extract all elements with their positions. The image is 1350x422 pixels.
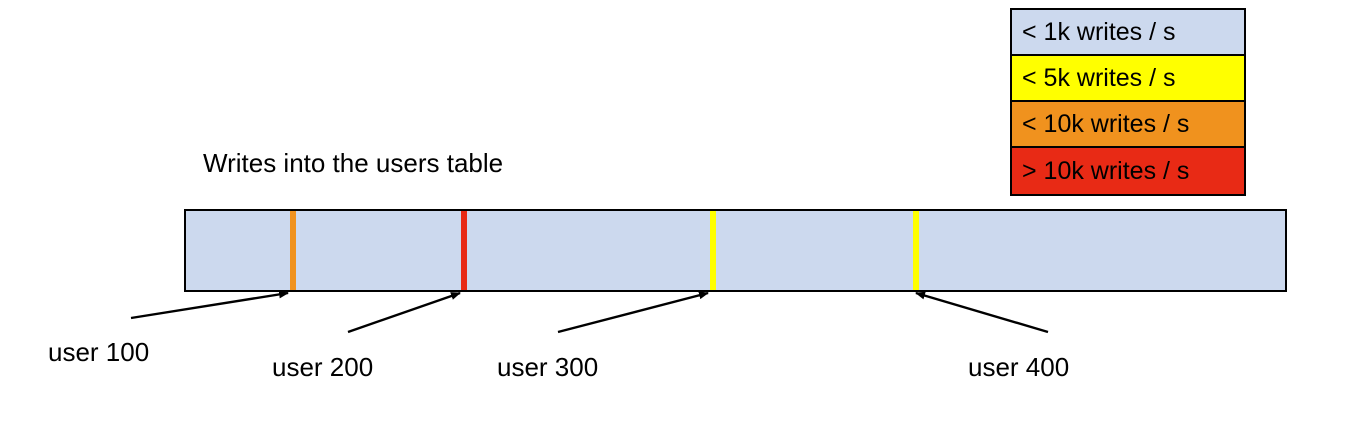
users-table-bar [184,209,1287,292]
bar-stripe-user-100 [290,211,296,290]
legend-label-lt-5k: < 5k writes / s [1022,63,1176,92]
legend-row-lt-1k: < 1k writes / s [1012,10,1244,56]
legend-row-lt-10k: < 10k writes / s [1012,102,1244,148]
pointer-label-user-400: user 400 [968,352,1070,382]
legend: < 1k writes / s < 5k writes / s < 10k wr… [1010,8,1246,196]
pointer-label-user-200: user 200 [272,352,374,382]
bar-stripe-user-400 [913,211,919,290]
legend-label-lt-1k: < 1k writes / s [1022,17,1176,46]
pointer-label-user-300: user 300 [497,352,599,382]
legend-label-gt-10k: > 10k writes / s [1022,156,1190,185]
pointer-label-user-100: user 100 [48,337,150,367]
bar-stripe-user-200 [461,211,467,290]
arrow-user-300 [557,291,709,334]
legend-row-gt-10k: > 10k writes / s [1012,148,1244,194]
bar-stripe-user-300 [710,211,716,290]
arrow-user-100 [130,290,289,320]
diagram-title: Writes into the users table [203,148,504,178]
legend-label-lt-10k: < 10k writes / s [1022,109,1190,138]
arrow-user-400 [915,291,1049,334]
legend-row-lt-5k: < 5k writes / s [1012,56,1244,102]
arrow-user-200 [347,291,461,334]
